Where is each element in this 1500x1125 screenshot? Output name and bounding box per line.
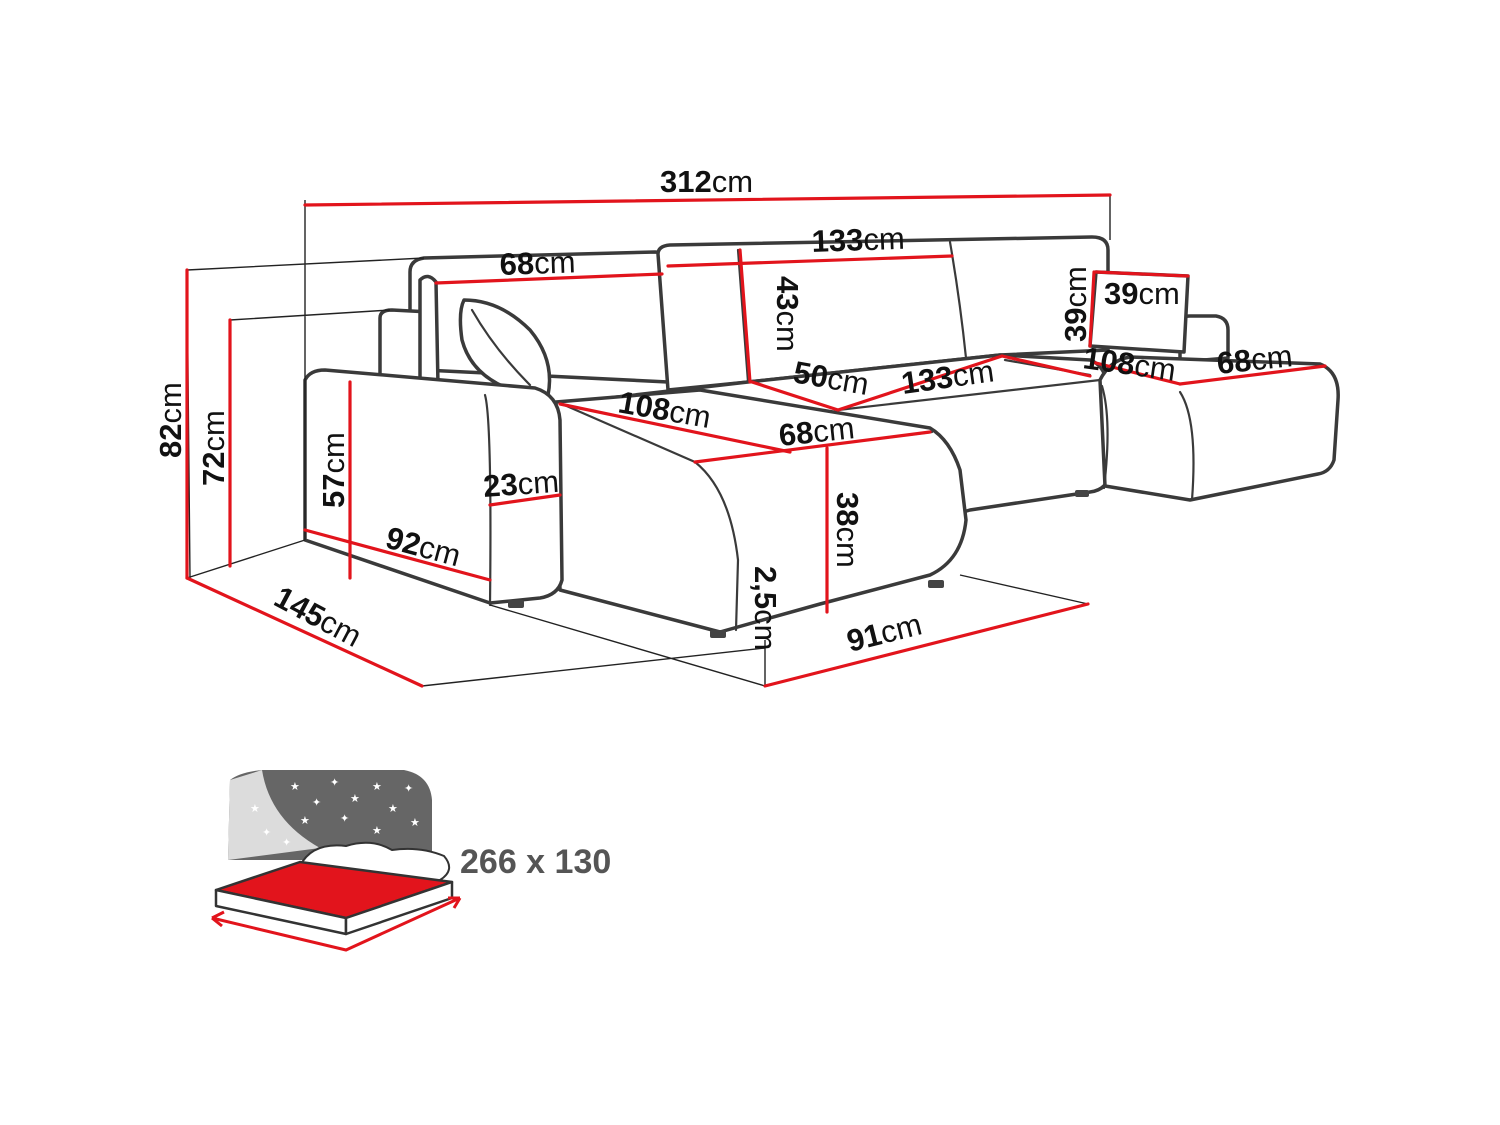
dim-arm-width bbox=[488, 493, 562, 507]
star-field: ★✦ ★✦ ✦★ ★★ ✦★ ✦★ ★✦ bbox=[250, 776, 420, 849]
svg-text:★: ★ bbox=[290, 780, 300, 793]
svg-text:★: ★ bbox=[388, 802, 398, 815]
left-arm bbox=[303, 368, 564, 605]
label-arm-height: 57cm bbox=[316, 432, 351, 508]
label-seat-height: 38cm bbox=[830, 492, 865, 568]
label-seat-middle: 133cm bbox=[899, 353, 996, 401]
sofa-drawing bbox=[186, 195, 1340, 687]
chaise-left-front bbox=[693, 460, 740, 632]
label-chaise-right-length: 108cm bbox=[1081, 340, 1178, 388]
svg-text:★: ★ bbox=[372, 780, 382, 793]
dim-chaise-right-length bbox=[1090, 360, 1182, 386]
bed-arrow-head-right bbox=[448, 896, 462, 909]
label-depth-seat: 91cm bbox=[843, 606, 925, 658]
label-back-height: 43cm bbox=[770, 276, 805, 352]
dim-seat-depth bbox=[750, 380, 840, 412]
label-chaise-right-width: 68cm bbox=[1215, 338, 1294, 381]
dim-seat-middle-2 bbox=[1000, 354, 1092, 378]
dim-chaise-left-width bbox=[693, 430, 932, 464]
bed-width-arrow bbox=[211, 896, 461, 952]
ext-lines bbox=[186, 195, 1111, 686]
foot-3 bbox=[928, 580, 944, 588]
dim-depth-seat bbox=[763, 602, 1090, 688]
bed-moon-curve bbox=[228, 770, 320, 860]
label-depth-total: 145cm bbox=[269, 579, 368, 654]
back-left-upright bbox=[418, 274, 440, 387]
pillow-seam bbox=[470, 308, 532, 387]
label-total-width: 312cm bbox=[660, 164, 753, 199]
dim-pillow-height bbox=[1088, 270, 1096, 348]
dim-total-width bbox=[303, 193, 1112, 207]
bed-arrow-head-left bbox=[211, 910, 225, 928]
label-pillow-height: 39cm bbox=[1058, 266, 1093, 342]
chaise-right bbox=[1098, 355, 1340, 502]
svg-text:✦: ✦ bbox=[340, 812, 349, 825]
dim-chaise-left-length bbox=[558, 402, 792, 454]
dim-back-height bbox=[738, 248, 752, 384]
dim-chaise-right-width bbox=[1178, 364, 1327, 386]
svg-text:★: ★ bbox=[372, 824, 382, 837]
svg-text:✦: ✦ bbox=[262, 826, 271, 839]
foot-4 bbox=[1075, 490, 1089, 497]
svg-text:★: ★ bbox=[250, 802, 260, 815]
label-pillow-width: 39cm bbox=[1104, 276, 1180, 311]
label-height-total: 82cm bbox=[153, 382, 188, 458]
dim-depth-total bbox=[185, 576, 424, 688]
svg-text:✦: ✦ bbox=[312, 796, 321, 809]
svg-text:✦: ✦ bbox=[282, 836, 291, 849]
svg-text:✦: ✦ bbox=[330, 776, 339, 789]
foot-2 bbox=[710, 630, 726, 638]
bed-size-label: 266 x 130 bbox=[460, 843, 611, 881]
svg-text:★: ★ bbox=[410, 816, 420, 829]
bed-function-icon: ★✦ ★✦ ✦★ ★★ ✦★ ✦★ ★✦ 266 x 130 bbox=[211, 770, 611, 952]
foot-1 bbox=[508, 600, 524, 608]
label-arm-width: 23cm bbox=[482, 464, 560, 504]
label-chaise-left-width: 68cm bbox=[777, 410, 856, 453]
seat-line bbox=[836, 378, 1102, 412]
chaise-left bbox=[554, 388, 968, 634]
dim-seat-middle bbox=[836, 354, 1004, 412]
svg-text:★: ★ bbox=[350, 792, 360, 805]
svg-text:✦: ✦ bbox=[404, 782, 413, 795]
label-height-arm: 72cm bbox=[196, 410, 231, 486]
label-back-middle: 133cm bbox=[811, 221, 905, 259]
dim-arm-depth bbox=[303, 528, 492, 582]
label-seat-depth: 50cm bbox=[791, 354, 872, 402]
dimension-labels: 312cm 68cm 133cm 43cm 39cm 39cm 82cm 72c… bbox=[153, 164, 1294, 659]
label-back-left: 68cm bbox=[499, 244, 576, 282]
label-leg-height: 2,5cm bbox=[748, 566, 783, 650]
left-arm-edge bbox=[483, 393, 492, 607]
back-seam-1 bbox=[736, 248, 750, 384]
svg-text:★: ★ bbox=[300, 814, 310, 827]
dim-pillow-width bbox=[1094, 270, 1190, 278]
dim-back-left bbox=[434, 272, 664, 285]
back-seam-2 bbox=[948, 240, 968, 360]
dimension-lines bbox=[185, 193, 1327, 688]
chaise-right-seam bbox=[1178, 390, 1195, 502]
dim-back-middle bbox=[666, 254, 954, 268]
chaise-right-seam-2 bbox=[1100, 384, 1109, 490]
